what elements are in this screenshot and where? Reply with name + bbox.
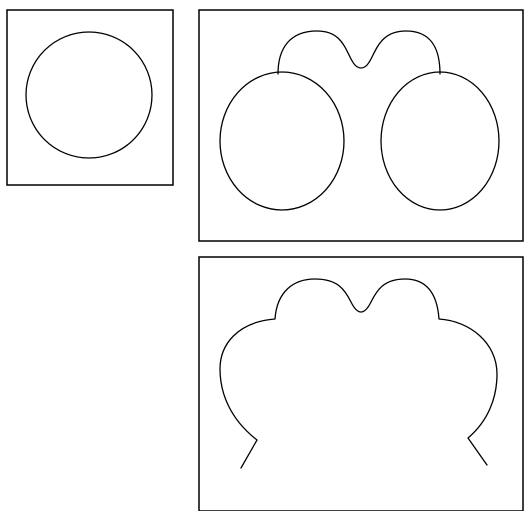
right-circle-shape — [381, 72, 499, 210]
left-circle-shape — [220, 72, 344, 210]
panel-two-circles — [199, 10, 523, 241]
top-double-bump-outline — [278, 31, 440, 74]
panel-frame — [199, 257, 523, 511]
merged-outline-shape — [220, 279, 497, 468]
circle-shape — [26, 32, 152, 158]
panel-frame — [199, 10, 523, 241]
panel-single-circle — [7, 10, 173, 185]
panel-merged-outline — [199, 257, 523, 511]
panel-frame — [7, 10, 173, 185]
